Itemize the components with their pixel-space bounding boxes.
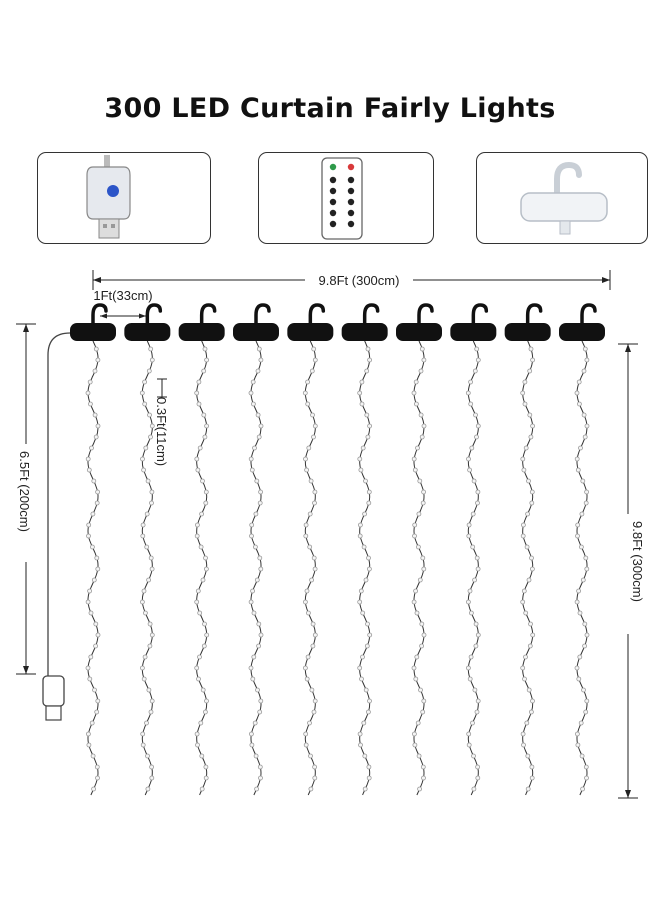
hook-icon	[504, 303, 551, 341]
hook-icon	[124, 303, 171, 341]
light-strand	[341, 303, 388, 796]
light-strand	[559, 303, 605, 796]
lead-wire	[42, 332, 71, 721]
usb-controller-icon	[86, 155, 131, 239]
usb-plug-icon	[42, 675, 65, 707]
hook-spacing-label: 1Ft(33cm)	[93, 288, 152, 303]
remote-icon	[321, 157, 363, 240]
hook-icon	[70, 303, 116, 341]
hook-icon	[520, 161, 608, 235]
light-strand	[287, 303, 334, 796]
light-strand	[504, 303, 551, 796]
light-strand	[124, 303, 171, 796]
lead-length-label: 6.5Ft (200cm)	[17, 451, 32, 532]
page-title: 300 LED Curtain Fairly Lights	[104, 93, 556, 124]
remote-control-box	[258, 152, 434, 244]
usb-controller-box	[37, 152, 211, 244]
light-strand	[396, 303, 442, 796]
hook-icon	[396, 303, 442, 341]
strand-length-label: 9.8Ft (300cm)	[630, 521, 645, 602]
width-label: 9.8Ft (300cm)	[319, 273, 400, 288]
light-strand	[450, 303, 497, 796]
hook-icon	[559, 303, 605, 341]
hook-icon	[450, 303, 497, 341]
led-spacing-label: 0.3Ft(11cm)	[154, 397, 169, 466]
light-strand	[70, 303, 116, 796]
hook-icon	[341, 303, 388, 341]
hook-icon	[233, 303, 279, 341]
hook-icon	[287, 303, 334, 341]
light-strand	[178, 303, 225, 796]
hook-icon	[178, 303, 225, 341]
hook-box	[476, 152, 648, 244]
light-strand	[233, 303, 279, 796]
